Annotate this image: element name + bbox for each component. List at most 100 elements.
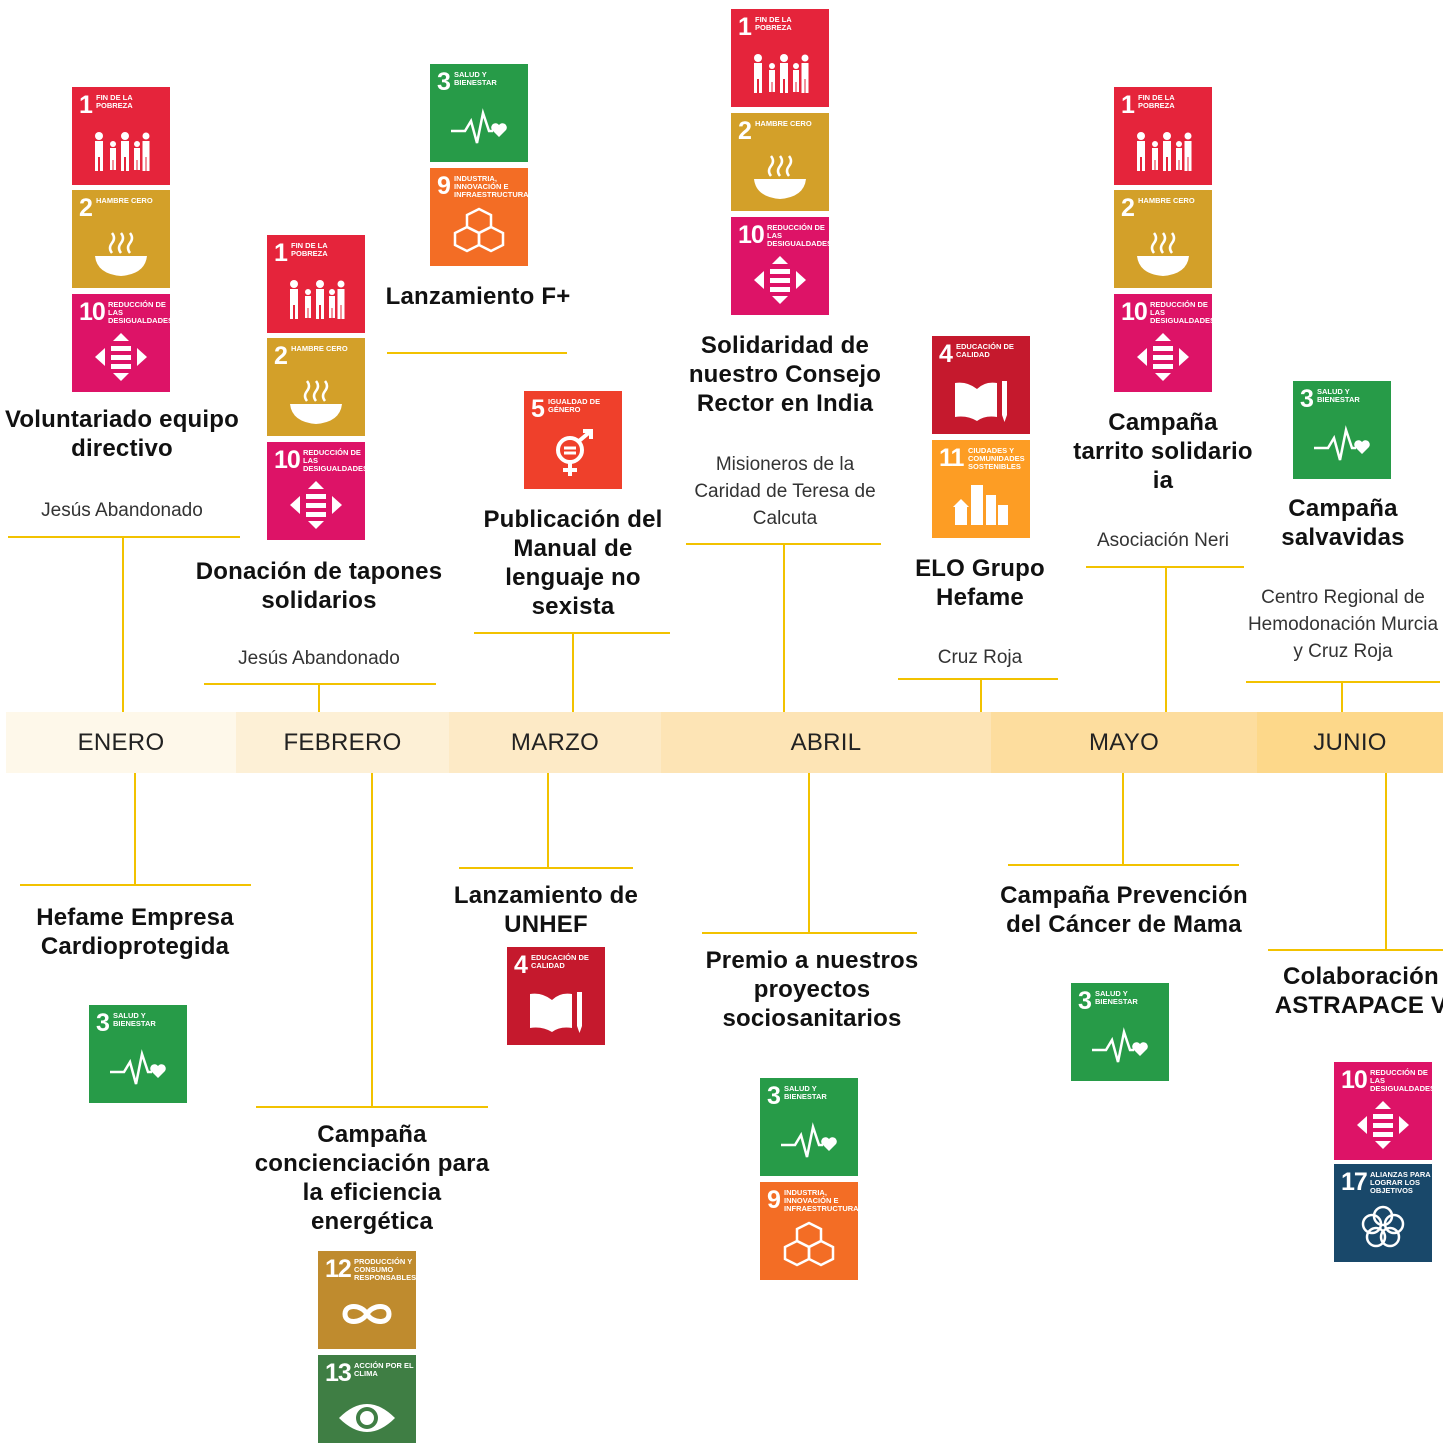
sdg-number: 2 [738,117,752,145]
sdg-label: Reducción de las desigualdades [1150,300,1212,325]
connector-line [702,932,917,934]
sdg-number: 3 [1078,987,1092,1015]
sdg-label: Industria, innovación e infraestructura [784,1188,858,1213]
sdg-11-icon [946,474,1016,532]
sdg-9-tile: 9Industria, innovación e infraestructura [430,168,528,266]
sdg-label: Fin de la pobreza [1138,93,1175,110]
connector-line [1122,773,1124,864]
sdg-9-icon [774,1216,844,1274]
sdg-number: 2 [1121,194,1135,222]
connector-line [1341,681,1343,712]
sdg-number: 10 [1341,1066,1368,1094]
event-title: Premio a nuestros proyectos sociosanitar… [705,947,919,1032]
sdg-17-icon [1348,1198,1418,1256]
sdg-label: Salud y bienestar [454,70,497,87]
sdg-number: 10 [738,221,765,249]
sdg-label: Hambre cero [291,344,348,353]
sdg-number: 3 [767,1082,781,1110]
sdg-number: 1 [274,239,288,267]
month-mayo: MAYO [991,712,1257,773]
connector-line [808,773,810,932]
connector-line [1268,949,1443,951]
event-organization: Jesús Abandonado [41,500,203,521]
sdg-label: Salud y bienestar [1317,387,1360,404]
sdg-label: Hambre cero [1138,196,1195,205]
connector-line [134,773,136,884]
sdg-17-tile: 17Alianzas para lograr los objetivos [1334,1164,1432,1262]
event-title: Hefame Empresa Cardioprotegida [36,904,234,960]
sdg-number: 9 [767,1186,781,1214]
sdg-3-icon [103,1039,173,1097]
event-title: Campaña concienciación para la eficienci… [254,1121,490,1235]
sdg-number: 4 [514,951,528,979]
connector-line [783,543,785,712]
sdg-label: Acción por el clima [354,1361,414,1378]
sdg-2-tile: 2Hambre cero [267,338,365,436]
event-title: Voluntariado equipo directivo [4,406,239,462]
connector-line [20,884,251,886]
month-junio: JUNIO [1257,712,1443,773]
sdg-label: Reducción de las desigualdades [767,223,829,248]
sdg-label: Reducción de las desigualdades [303,448,365,473]
sdg-10-icon [86,328,156,386]
connector-line [980,678,982,712]
sdg-label: Industria, innovación e infraestructura [454,174,528,199]
sdg-4-icon [946,370,1016,428]
sdg-2-tile: 2Hambre cero [1114,190,1212,288]
sdg-10-icon [281,476,351,534]
sdg-number: 5 [531,395,545,423]
event-title: Lanzamiento de UNHEF [453,882,639,938]
event-title: ELO Grupo Hefame [915,555,1045,611]
sdg-label: Hambre cero [755,119,812,128]
connector-line [898,678,1058,680]
month-marzo: MARZO [449,712,661,773]
connector-line [387,352,567,354]
sdg-13-tile: 13Acción por el clima [318,1355,416,1443]
sdg-3-icon [774,1112,844,1170]
event-organization: Asociación Neri [1097,530,1229,551]
sdg-1-tile: 1Fin de la pobreza [1114,87,1212,185]
sdg-number: 9 [437,172,451,200]
sdg-number: 1 [79,91,93,119]
event-title: Campaña Prevención del Cáncer de Mama [1000,882,1248,938]
sdg-number: 2 [79,194,93,222]
sdg-label: Fin de la pobreza [755,15,792,32]
sdg-number: 17 [1341,1168,1368,1196]
connector-line [204,683,436,685]
sdg-3-icon [1085,1017,1155,1075]
sdg-number: 2 [274,342,288,370]
connector-line [1246,681,1440,683]
sdg-2-icon [86,224,156,282]
event-title: Campaña tarrito solidario ia [1073,409,1253,494]
sdg-number: 3 [96,1009,110,1037]
sdg-3-icon [444,98,514,156]
event-title: Publicación del Manual de lenguaje no se… [483,506,663,620]
sdg-number: 12 [325,1255,352,1283]
sdg-label: Educación de calidad [531,953,589,970]
sdg-1-tile: 1Fin de la pobreza [731,9,829,107]
event-organization: Cruz Roja [937,647,1023,668]
sdg-label: Fin de la pobreza [291,241,328,258]
sdg-number: 11 [939,444,964,472]
event-organization: Misioneros de la Caridad de Teresa de Ca… [694,454,876,529]
sdg-10-tile: 10Reducción de las desigualdades [1114,294,1212,392]
connector-line [318,683,320,712]
sdg-10-icon [1128,328,1198,386]
event-title: Donación de tapones solidarios [195,558,443,614]
sdg-9-tile: 9Industria, innovación e infraestructura [760,1182,858,1280]
sdg-2-tile: 2Hambre cero [731,113,829,211]
sdg-1-tile: 1Fin de la pobreza [72,87,170,185]
sdg-label: Hambre cero [96,196,153,205]
sdg-10-tile: 10Reducción de las desigualdades [731,217,829,315]
sdg-3-icon [1307,415,1377,473]
sdg-4-tile: 4Educación de calidad [507,947,605,1045]
sdg-4-icon [521,981,591,1039]
sdg-4-tile: 4Educación de calidad [932,336,1030,434]
connector-line [256,1106,488,1108]
connector-line [1385,773,1387,949]
sdg-3-tile: 3Salud y bienestar [89,1005,187,1103]
sdg-10-icon [745,251,815,309]
connector-line [122,536,124,712]
sdg-1-icon [86,121,156,179]
event-organization: Jesús Abandonado [238,648,400,669]
